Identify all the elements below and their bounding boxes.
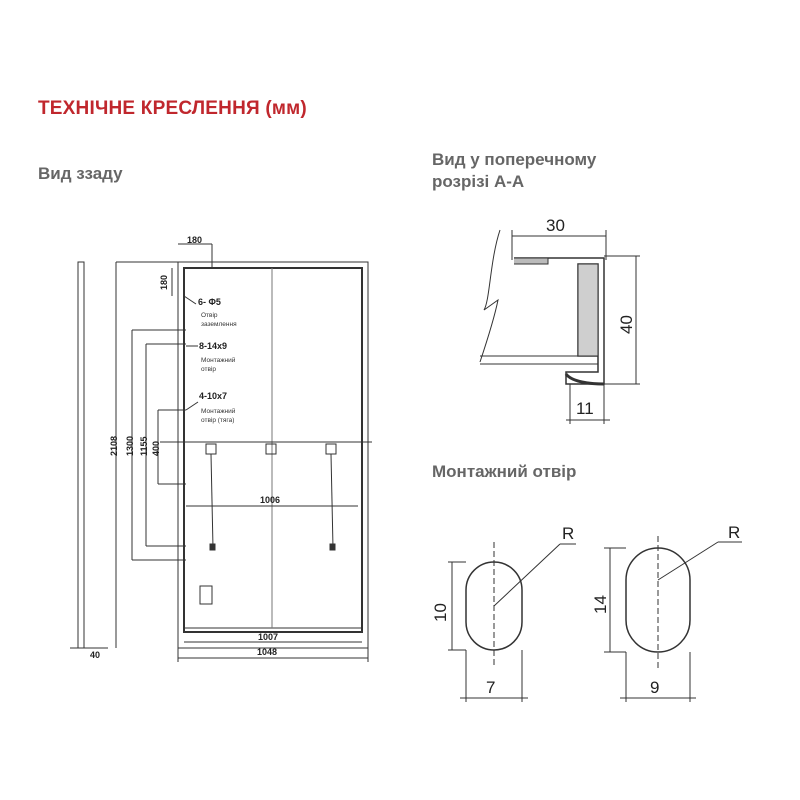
side-profile [77,261,85,649]
cable-left [210,453,214,549]
height-total-dim: 2108 [109,436,119,456]
junction-box-right [325,443,337,455]
note-pull-code: 4-10x7 [199,391,227,401]
junction-box-center [265,443,277,455]
drawing-title: ТЕХНІЧНЕ КРЕСЛЕННЯ (мм) [38,98,307,119]
spacing-1006-dim: 1006 [260,495,280,505]
width-1007-dim: 1007 [258,632,278,642]
large-hole-radius: R [728,523,740,542]
label-plate [199,585,213,605]
large-hole-height: 14 [591,595,610,614]
connector-left [209,543,216,551]
small-hole-radius: R [562,524,574,543]
holes-400-dim: 400 [151,441,161,456]
mounting-hole-small: R 10 7 [431,524,576,702]
mounting-hole-large: R 14 9 [591,523,742,702]
glass-lip [514,257,549,265]
cable-right [330,453,334,549]
panel-inner-frame [183,267,363,633]
frame-top-dim: 180 [187,235,202,245]
note-pull-line1: Монтажний [201,407,236,415]
mounting-hole-heading: Монтажний отвір [432,462,577,481]
note-ground-leader [183,295,197,305]
junction-box-left [205,443,217,455]
large-hole-width: 9 [650,678,659,697]
cross-section-drawing: 30 40 11 [479,216,640,424]
rear-view-drawing: 40 180 180 2108 1300 1155 [70,235,372,662]
rear-view-heading: Вид ззаду [38,164,123,183]
section-heading-line1: Вид у поперечному [432,150,597,169]
section-view-heading: Вид у поперечному розрізі А-А [432,149,596,193]
section-lip-dim: 11 [576,399,594,418]
width-1048-dim: 1048 [257,647,277,657]
section-width-dim: 30 [546,216,565,235]
holes-1300-dim: 1300 [125,436,135,456]
frame-foot [564,372,605,386]
note-ground-line1: Отвір [201,311,218,319]
section-height-dim: 40 [617,315,636,334]
panel-outer-frame [177,261,369,649]
note-pull-line2: отвір (тяга) [201,416,234,424]
large-hole-radius-leader [657,541,719,581]
small-hole-height: 10 [431,603,450,622]
small-hole-radius-leader [493,543,561,607]
break-line [479,229,501,363]
note-ground-code: 6- Φ5 [198,297,221,307]
holes-1155-dim: 1155 [139,436,149,456]
note-pull-leader [185,401,199,411]
section-heading-line2: розрізі А-А [432,172,525,191]
connector-right [329,543,336,551]
note-mount-line2: отвір [201,365,216,373]
note-mount-code: 8-14x9 [199,341,227,351]
note-mount-line1: Монтажний [201,356,236,364]
note-ground-line2: заземлення [201,321,237,328]
frame-side-dim: 180 [159,275,169,290]
thickness-dim: 40 [90,650,100,660]
frame-profile-fill [577,263,599,357]
small-hole-width: 7 [486,678,495,697]
